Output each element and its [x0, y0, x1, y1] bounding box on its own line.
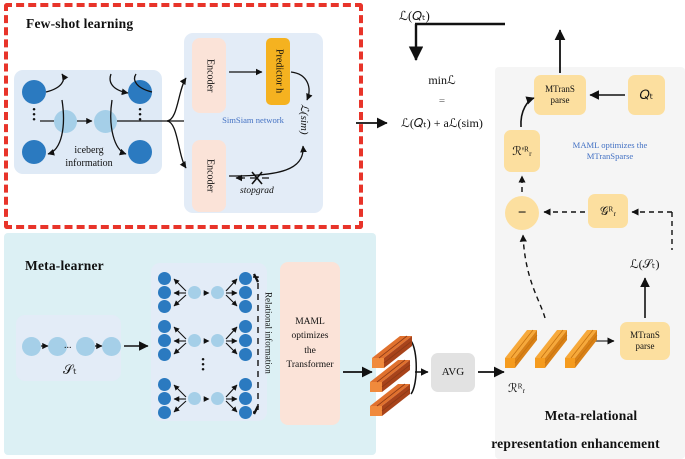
maml-box-line3: the	[304, 345, 316, 356]
graph-node-dark-br	[128, 140, 152, 164]
few-shot-learning-region	[4, 3, 363, 229]
simsiam-network-label: SimSiam network	[222, 115, 284, 125]
support-set-label: 𝒮ₜ	[63, 362, 77, 377]
min-loss-label: minℒ	[428, 73, 456, 87]
rel-node-light	[188, 286, 201, 299]
dark-orange-bars	[370, 335, 413, 416]
loss-support-label: ℒ(𝒮ₜ)	[630, 257, 660, 271]
rel-node	[239, 300, 252, 313]
mtransparse-top-line1: MTranS	[545, 84, 575, 95]
relational-information-label: Relational information	[262, 292, 273, 374]
rel-node	[158, 320, 171, 333]
predictor-box: Predictor h	[266, 38, 290, 105]
support-node-2	[48, 337, 67, 356]
support-node-4	[102, 337, 121, 356]
iceberg-caption-line2: information	[65, 158, 113, 169]
stopgrad-label: stopgrad	[240, 186, 274, 196]
rel-node-light	[188, 392, 201, 405]
maml-caption: MAML optimizes the MTranSparse	[540, 140, 680, 161]
mtransparse-box-bottom: MTranS parse	[620, 322, 670, 360]
predictor-label: Predictor h	[273, 49, 285, 94]
relational-info-line1: Relational	[263, 292, 274, 329]
graph-node-light-left	[54, 110, 77, 133]
rel-node	[239, 320, 252, 333]
equals-sign: =	[438, 95, 446, 107]
mtransparse-bottom-line1: MTranS	[630, 330, 660, 341]
rel-node	[158, 378, 171, 391]
maml-box-line2: optimizes	[291, 331, 329, 342]
light-orange-bars	[505, 329, 598, 368]
meta-relational-title-line1: Meta-relational	[544, 408, 638, 423]
avg-box: AVG	[431, 353, 475, 392]
rel-node	[239, 286, 252, 299]
maml-caption-line1: MAML optimizes the	[572, 140, 648, 150]
graph-right-ellipsis: •••	[138, 104, 142, 126]
iceberg-caption-line1: iceberg	[74, 145, 104, 156]
relational-info-line2: information	[263, 331, 274, 374]
support-node-1	[22, 337, 41, 356]
rel-node-light	[211, 334, 224, 347]
rel-node	[158, 392, 171, 405]
rel-node	[239, 406, 252, 419]
maml-box-line1: MAML	[295, 317, 325, 327]
top-loss-label: ℒ(𝑄ₜ)	[399, 9, 430, 23]
mtransparse-bottom-line2: parse	[635, 341, 655, 351]
objective-expression: ℒ(𝑄ₜ) + aℒ(sim)	[401, 116, 483, 130]
graph-left-ellipsis: •••	[32, 104, 36, 126]
rel-node	[158, 334, 171, 347]
graph-node-dark-tr	[128, 80, 152, 104]
rel-node	[239, 334, 252, 347]
encoder-top-box: Encoder	[192, 38, 226, 113]
meta-relational-title-line2: representation enhancement	[491, 436, 660, 451]
rel-node	[239, 272, 252, 285]
relation-prime-label: ℛ'ᴿᵣ	[512, 143, 532, 158]
mtransparse-box-top: MTranS parse	[534, 75, 586, 115]
maml-box-line4: Transformer	[286, 359, 334, 370]
few-shot-learning-title: Few-shot learning	[26, 16, 134, 31]
meta-learner-title: Meta-learner	[25, 258, 104, 273]
rel-node	[158, 300, 171, 313]
relation-repr-label: ℛᴿᵣ	[508, 381, 526, 395]
rel-node-light	[188, 334, 201, 347]
gradient-label: 𝒢ᴿᵣ	[599, 203, 617, 218]
rel-node	[158, 348, 171, 361]
graph-node-dark-tl	[22, 80, 46, 104]
encoder-bottom-box: Encoder	[192, 140, 226, 212]
support-ellipsis: ...	[64, 340, 72, 351]
rel-node	[239, 348, 252, 361]
encoder-top-label: Encoder	[204, 58, 216, 93]
subtract-node: −	[505, 196, 539, 230]
maml-transformer-box: MAML optimizes the Transformer	[280, 262, 340, 425]
relational-group-ellipsis: •••	[201, 354, 205, 376]
rel-node	[239, 392, 252, 405]
maml-caption-line2: MTranSparse	[586, 150, 634, 161]
encoder-bottom-label: Encoder	[204, 159, 216, 193]
rel-node	[158, 286, 171, 299]
rel-node	[239, 378, 252, 391]
query-set-label: 𝑄ₜ	[639, 86, 654, 102]
support-node-3	[76, 337, 95, 356]
graph-node-dark-bl	[22, 140, 46, 164]
mtransparse-top-line2: parse	[550, 95, 570, 105]
rel-node-light	[211, 286, 224, 299]
gradient-box: 𝒢ᴿᵣ	[588, 194, 628, 228]
relation-prime-box: ℛ'ᴿᵣ	[504, 130, 540, 172]
rel-node	[158, 272, 171, 285]
avg-label: AVG	[441, 365, 465, 378]
query-set-box: 𝑄ₜ	[628, 75, 665, 115]
rel-node	[158, 406, 171, 419]
rel-node-light	[211, 392, 224, 405]
loss-sim-label: ℒ(sim)	[298, 104, 310, 135]
minus-sign: −	[517, 204, 527, 221]
